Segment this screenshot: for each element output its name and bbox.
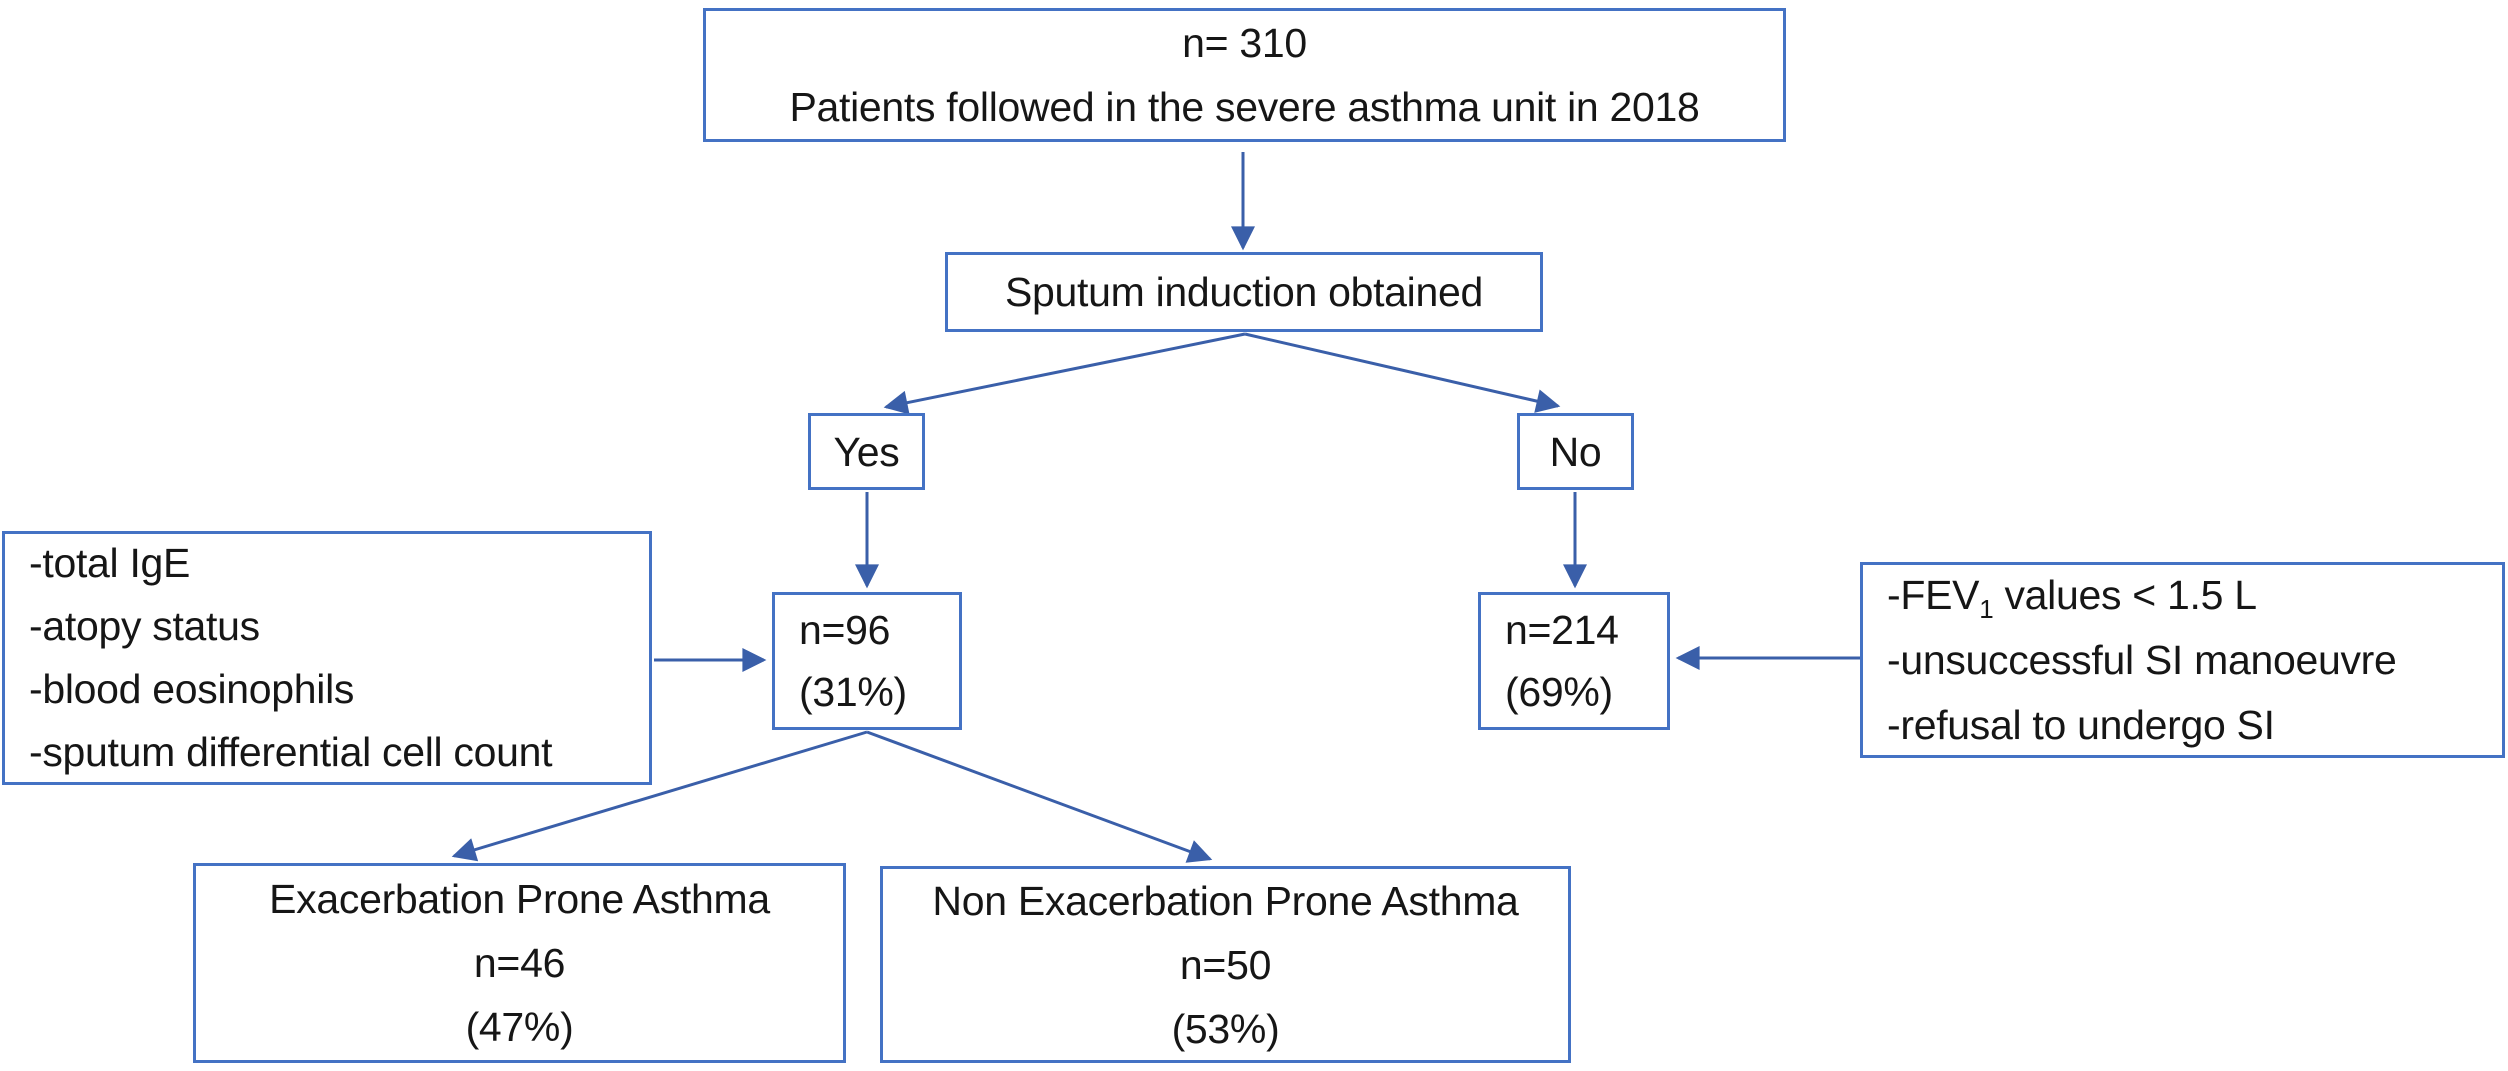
no-text: No (1549, 428, 1602, 475)
node-no: No (1517, 413, 1634, 490)
node-exacerbation-prone: Exacerbation Prone Asthma n=46 (47%) (193, 863, 846, 1063)
node-yes: Yes (808, 413, 925, 490)
node-sputum-induction: Sputum induction obtained (945, 252, 1543, 332)
epa-percent-text: (47%) (465, 1004, 574, 1050)
reason-item-refusal-si: -refusal to undergo SI (1887, 701, 2275, 748)
n96-count-text: n=96 (799, 607, 891, 653)
sputum-induction-text: Sputum induction obtained (1004, 269, 1483, 315)
node-assessments-list: -total IgE -atopy status -blood eosinoph… (2, 531, 652, 785)
epa-title-text: Exacerbation Prone Asthma (269, 876, 770, 922)
nepa-title-text: Non Exacerbation Prone Asthma (932, 877, 1519, 924)
arrow-n96-to-nepa (866, 730, 1213, 863)
n96-percent-text: (31%) (799, 669, 907, 715)
assessment-item-total-ige: -total IgE (29, 540, 191, 586)
fev-suffix-text: values < 1.5 L (1993, 571, 2257, 618)
n214-count-text: n=214 (1505, 607, 1619, 653)
total-count-text: n= 310 (1182, 20, 1307, 66)
node-non-exacerbation-prone: Non Exacerbation Prone Asthma n=50 (53%) (880, 866, 1571, 1063)
n214-percent-text: (69%) (1505, 669, 1613, 715)
fev-prefix-text: -FEV (1887, 571, 1980, 618)
nepa-percent-text: (53%) (1171, 1005, 1280, 1052)
epa-count-text: n=46 (473, 940, 566, 986)
node-total-patients: n= 310 Patients followed in the severe a… (703, 8, 1786, 142)
arrow-sputum-to-yes (883, 332, 1246, 415)
fev-subscript-text: 1 (1979, 593, 1994, 624)
reason-item-fev1: -FEV1 values < 1.5 L (1887, 563, 2257, 628)
assessment-item-atopy-status: -atopy status (29, 603, 260, 649)
arrow-sputum-to-no (1244, 332, 1561, 413)
assessment-item-sputum-cell-count: -sputum differential cell count (29, 729, 553, 775)
reason-item-unsuccessful-si: -unsuccessful SI manoeuvre (1887, 636, 2397, 683)
assessment-item-blood-eosinophils: -blood eosinophils (29, 666, 355, 712)
nepa-count-text: n=50 (1179, 941, 1272, 988)
node-sputum-no-count: n=214 (69%) (1478, 592, 1670, 730)
node-no-reasons-list: -FEV1 values < 1.5 L -unsuccessful SI ma… (1860, 562, 2505, 758)
total-description-text: Patients followed in the severe asthma u… (789, 84, 1700, 130)
yes-text: Yes (833, 428, 900, 475)
node-sputum-yes-count: n=96 (31%) (772, 592, 962, 730)
